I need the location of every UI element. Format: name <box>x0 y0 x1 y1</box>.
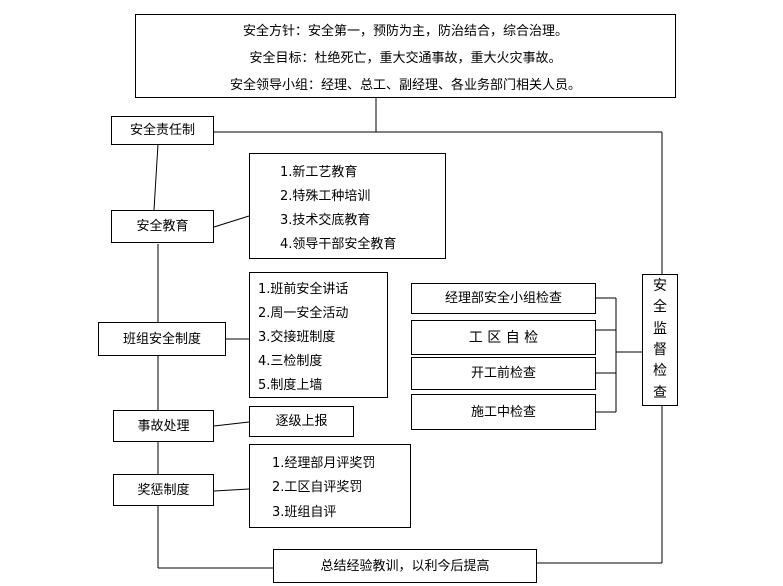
team-list: 1.班前安全讲话 2.周一安全活动 3.交接班制度 4.三检制度 5.制度上墙 <box>249 272 388 398</box>
supervision-char: 检 <box>653 363 667 380</box>
list-item: 2.工区自评奖罚 <box>272 480 363 496</box>
during-check-box: 施工中检查 <box>411 394 596 430</box>
before-check-label: 开工前检查 <box>470 366 536 381</box>
goal-line: 安全目标：杜绝死亡，重大交通事故，重大火灾事故。 <box>249 51 562 66</box>
list-item: 3.交接班制度 <box>258 329 336 345</box>
list-item: 4.三检制度 <box>258 353 323 369</box>
before-check-box: 开工前检查 <box>411 357 596 390</box>
self-check-label: 工 区 自 检 <box>468 329 539 346</box>
summary-box: 总结经验教训，以利今后提高 <box>273 549 537 583</box>
education-list: 1.新工艺教育 2.特殊工种培训 3.技术交底教育 4.领导干部安全教育 <box>249 153 446 259</box>
list-item: 3.班组自评 <box>272 505 337 521</box>
supervision-char: 监 <box>653 320 667 337</box>
list-item: 1.班前安全讲话 <box>258 281 349 297</box>
reward-box: 奖惩制度 <box>113 474 214 506</box>
during-check-label: 施工中检查 <box>470 404 536 420</box>
reward-label: 奖惩制度 <box>137 482 190 498</box>
list-item: 2.周一安全活动 <box>258 305 349 321</box>
supervision-char: 督 <box>653 342 667 358</box>
group-check-label: 经理部安全小组检查 <box>444 291 562 306</box>
supervision-box: 安 全 监 督 检 查 <box>642 274 678 406</box>
responsibility-label: 安全责任制 <box>129 123 195 138</box>
reward-list: 1.经理部月评奖罚 2.工区自评奖罚 3.班组自评 <box>249 444 411 528</box>
supervision-char: 全 <box>653 299 667 316</box>
summary-label: 总结经验教训，以利今后提高 <box>320 558 490 574</box>
team-box: 班组安全制度 <box>98 322 226 356</box>
supervision-char: 查 <box>653 384 667 401</box>
policy-header-box: 安全方针：安全第一，预防为主，防治结合，综合治理。 安全目标：杜绝死亡，重大交通… <box>135 14 676 98</box>
accident-box: 事故处理 <box>113 410 214 442</box>
list-item: 5.制度上墙 <box>258 377 323 393</box>
supervision-char: 安 <box>653 278 667 295</box>
self-check-box: 工 区 自 检 <box>411 320 596 355</box>
list-item: 4.领导干部安全教育 <box>280 236 397 252</box>
list-item: 1.经理部月评奖罚 <box>272 455 376 471</box>
list-item: 2.特殊工种培训 <box>280 188 371 204</box>
team-label: 班组安全制度 <box>122 331 201 347</box>
education-label: 安全教育 <box>136 219 189 234</box>
leadership-line: 安全领导小组：经理、总工、副经理、各业务部门相关人员。 <box>229 78 581 93</box>
policy-line: 安全方针：安全第一，预防为主，防治结合，综合治理。 <box>242 24 568 39</box>
accident-label: 事故处理 <box>137 418 190 434</box>
report-label: 逐级上报 <box>275 414 328 429</box>
responsibility-box: 安全责任制 <box>111 116 214 145</box>
list-item: 3.技术交底教育 <box>280 212 371 228</box>
group-check-box: 经理部安全小组检查 <box>411 283 596 314</box>
report-box: 逐级上报 <box>249 406 354 437</box>
education-box: 安全教育 <box>111 210 214 243</box>
list-item: 1.新工艺教育 <box>280 164 358 180</box>
